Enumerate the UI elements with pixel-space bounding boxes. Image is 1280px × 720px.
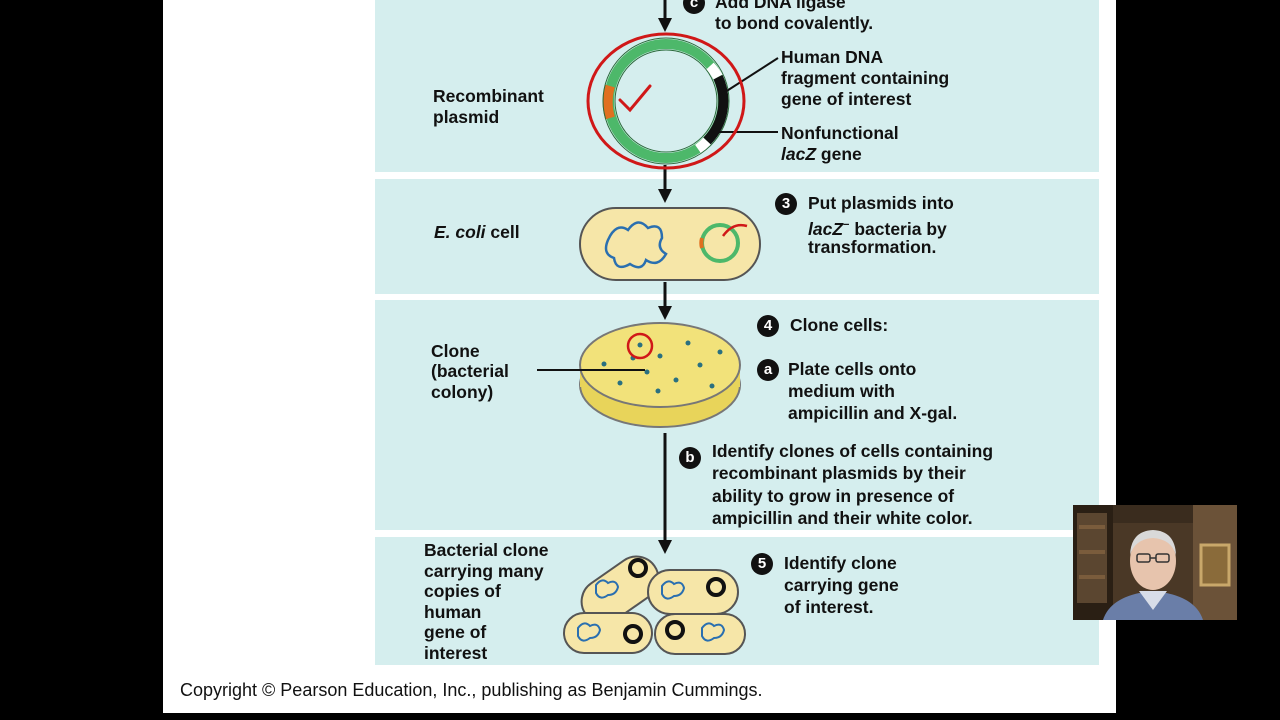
copyright-notice: Copyright © Pearson Education, Inc., pub…: [180, 680, 763, 700]
recombinant-plasmid-label-1: Recombinant: [433, 86, 544, 106]
clone-label-3: colony): [431, 382, 494, 402]
step-4b-line3: ability to grow in presence of: [712, 486, 955, 506]
clone-label-1: Clone: [431, 341, 480, 361]
step-4a-badge: a: [757, 359, 779, 381]
step-4b-line1: Identify clones of cells containing: [712, 441, 994, 461]
webcam-frame-icon: [1073, 505, 1237, 620]
step-5-badge: 5: [751, 553, 773, 575]
step-3-line2: lacZ− bacteria by: [808, 215, 947, 240]
recombinant-plasmid-icon: [602, 37, 730, 165]
presenter-webcam-video: [1073, 505, 1237, 620]
ecoli-cell-icon: [579, 207, 761, 281]
lacz-gene-name: lacZ: [781, 144, 817, 164]
minus-superscript: −: [843, 219, 850, 231]
step-5-line2: carrying gene: [784, 575, 899, 595]
panel-clone-cells: [375, 300, 1099, 530]
step-3-badge: 3: [775, 193, 797, 215]
step-5-line3: of interest.: [784, 597, 874, 617]
bacterial-clone-label-1: Bacterial clone: [424, 540, 549, 560]
step-4-label: Clone cells:: [790, 315, 889, 335]
human-dna-label-1: Human DNA: [781, 47, 884, 67]
gene-word: gene: [816, 144, 862, 164]
bacterial-clone-label-6: interest: [424, 643, 488, 663]
ecoli-name: E. coli: [434, 222, 486, 242]
bacteria-by-text: bacteria by: [849, 218, 947, 239]
step-4a-line3: ampicillin and X-gal.: [788, 403, 958, 423]
step-4b-line2: recombinant plasmids by their: [712, 463, 966, 483]
red-colony-circle-annotation: [626, 332, 654, 360]
step-3-line1: Put plasmids into: [808, 193, 954, 213]
human-dna-label-2: fragment containing: [781, 68, 950, 88]
step-5-line1: Identify clone: [784, 553, 897, 573]
step-c-line2: to bond covalently.: [715, 13, 874, 33]
step-3-line3: transformation.: [808, 237, 937, 257]
recombinant-plasmid-label-2: plasmid: [433, 107, 500, 127]
lacz-minus-gene: lacZ: [808, 218, 844, 239]
petri-dish-icon: [579, 322, 741, 428]
step-c-line1: Add DNA ligase: [715, 0, 846, 12]
nonfunctional-label-1: Nonfunctional: [781, 123, 899, 143]
step-4b-line4: ampicillin and their white color.: [712, 508, 973, 528]
cell-word: cell: [485, 222, 520, 242]
bacterial-clone-cells-icon: [563, 555, 746, 655]
step-c-badge: c: [683, 0, 705, 14]
bacterial-clone-label-5: gene of: [424, 622, 487, 642]
red-checkmark-annotation: [618, 84, 652, 113]
red-circle-annotation: [586, 32, 746, 170]
step-4a-line1: Plate cells onto: [788, 359, 917, 379]
step-4-badge: 4: [757, 315, 779, 337]
step-4b-badge: b: [679, 447, 701, 469]
bacterial-clone-label-3: copies of: [424, 581, 501, 601]
flow-arrows: [658, 0, 672, 554]
plasmid-leader-lines: [715, 57, 779, 133]
panel-ligase: [375, 0, 1099, 172]
bacterial-clone-label-2: carrying many: [424, 561, 544, 581]
ecoli-cell-label: E. coli cell: [434, 222, 520, 243]
step-4a-line2: medium with: [788, 381, 895, 401]
clone-label-2: (bacterial: [431, 361, 509, 381]
bacterial-clone-label-4: human: [424, 602, 482, 622]
nonfunctional-label-2: lacZ gene: [781, 144, 862, 165]
human-dna-label-3: gene of interest: [781, 89, 912, 109]
